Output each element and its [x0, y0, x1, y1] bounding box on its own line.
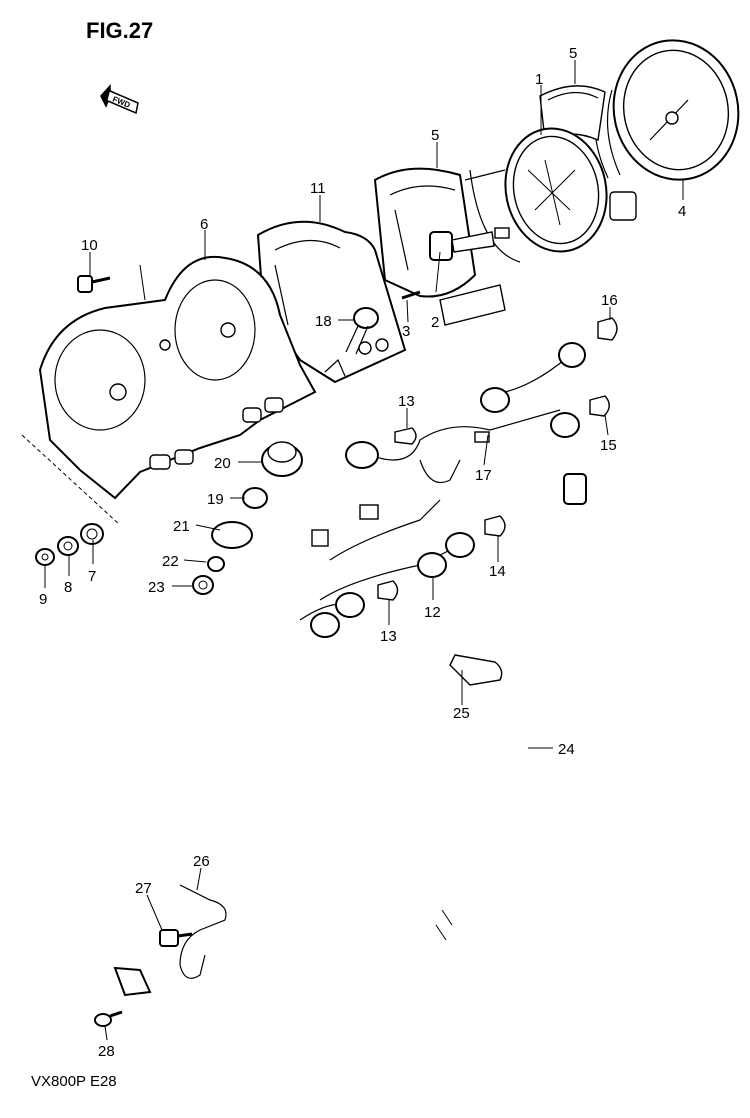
figure-title: FIG.27	[86, 18, 153, 43]
callout-24: 24	[558, 741, 575, 758]
callout-19: 19	[207, 491, 224, 508]
callout-16: 16	[601, 292, 618, 309]
callout-14: 14	[489, 563, 506, 580]
callout-13-lower: 13	[380, 628, 397, 645]
speedometer-part	[441, 127, 608, 263]
callout-17: 17	[475, 467, 492, 484]
screw-3	[401, 290, 421, 300]
bulb-13-lower	[377, 580, 399, 601]
leader-lines	[44, 60, 684, 1041]
callout-22: 22	[162, 553, 179, 570]
callout-1: 1	[535, 71, 543, 88]
tachometer-part	[594, 39, 740, 221]
callout-21: 21	[173, 518, 190, 535]
callout-15: 15	[600, 437, 617, 454]
fwd-arrow-icon: FWD	[100, 84, 139, 115]
bulb-16	[597, 317, 618, 341]
callout-5-lower: 5	[431, 127, 439, 144]
speedometer-cable	[113, 473, 587, 1013]
collar-19	[242, 487, 268, 509]
callout-3: 3	[402, 323, 410, 340]
callout-7: 7	[88, 568, 96, 585]
clamp-26	[179, 884, 227, 979]
bolt-27	[159, 929, 193, 947]
nut-23	[192, 575, 214, 595]
callout-11: 11	[310, 180, 326, 197]
callout-6: 6	[200, 216, 208, 233]
figure-footer: VX800P E28	[31, 1073, 117, 1090]
washer-21	[211, 521, 253, 549]
callout-2: 2	[431, 314, 439, 331]
bulb-15	[589, 395, 610, 417]
bulb-14	[484, 515, 506, 537]
wiring-harness	[299, 342, 586, 638]
screw-28	[94, 1010, 123, 1027]
callout-9: 9	[39, 591, 47, 608]
callout-26: 26	[193, 853, 210, 870]
callout-20: 20	[214, 455, 231, 472]
callout-25: 25	[453, 705, 470, 722]
washer-8	[57, 536, 79, 556]
cushion-7	[80, 523, 104, 545]
callout-18: 18	[315, 313, 332, 330]
callout-10: 10	[81, 237, 98, 254]
callout-5-upper: 5	[569, 45, 577, 62]
trip-knob-part	[429, 231, 495, 261]
washer-22	[207, 556, 225, 572]
grommet-20	[261, 441, 303, 477]
nut-9	[35, 548, 55, 566]
callout-28: 28	[98, 1043, 115, 1060]
meter-panel	[21, 255, 317, 526]
callout-27: 27	[135, 880, 152, 897]
bolt-18	[345, 307, 379, 355]
callout-13-upper: 13	[398, 393, 415, 410]
callout-8: 8	[64, 579, 72, 596]
screw-10	[77, 275, 111, 293]
meter-bracket	[256, 220, 407, 384]
clamp-25	[449, 654, 503, 686]
bulb-13-upper	[394, 427, 417, 445]
callout-4: 4	[678, 203, 686, 220]
callout-12: 12	[424, 604, 441, 621]
meter-case-lower	[373, 167, 506, 326]
callout-23: 23	[148, 579, 165, 596]
